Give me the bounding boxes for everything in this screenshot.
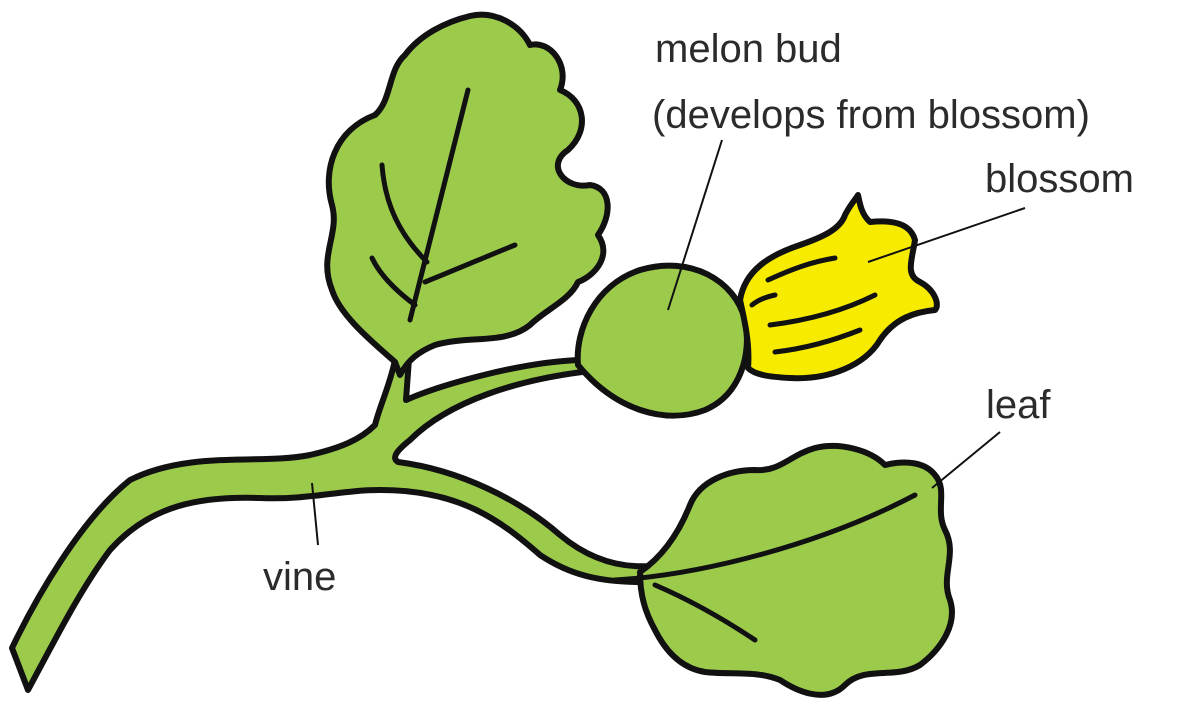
leaf-label: leaf <box>986 383 1051 427</box>
blossom-shape <box>740 195 937 378</box>
melon-bud-label-line2: (develops from blossom) <box>652 93 1090 137</box>
vine-label: vine <box>263 555 336 599</box>
melon-bud-label-line1: melon bud <box>655 27 842 71</box>
leaf-leader <box>932 432 1000 488</box>
upper-leaf <box>327 15 607 375</box>
melon-bud-shape <box>578 266 747 416</box>
blossom-label: blossom <box>985 157 1134 201</box>
vine-shape <box>12 345 650 690</box>
